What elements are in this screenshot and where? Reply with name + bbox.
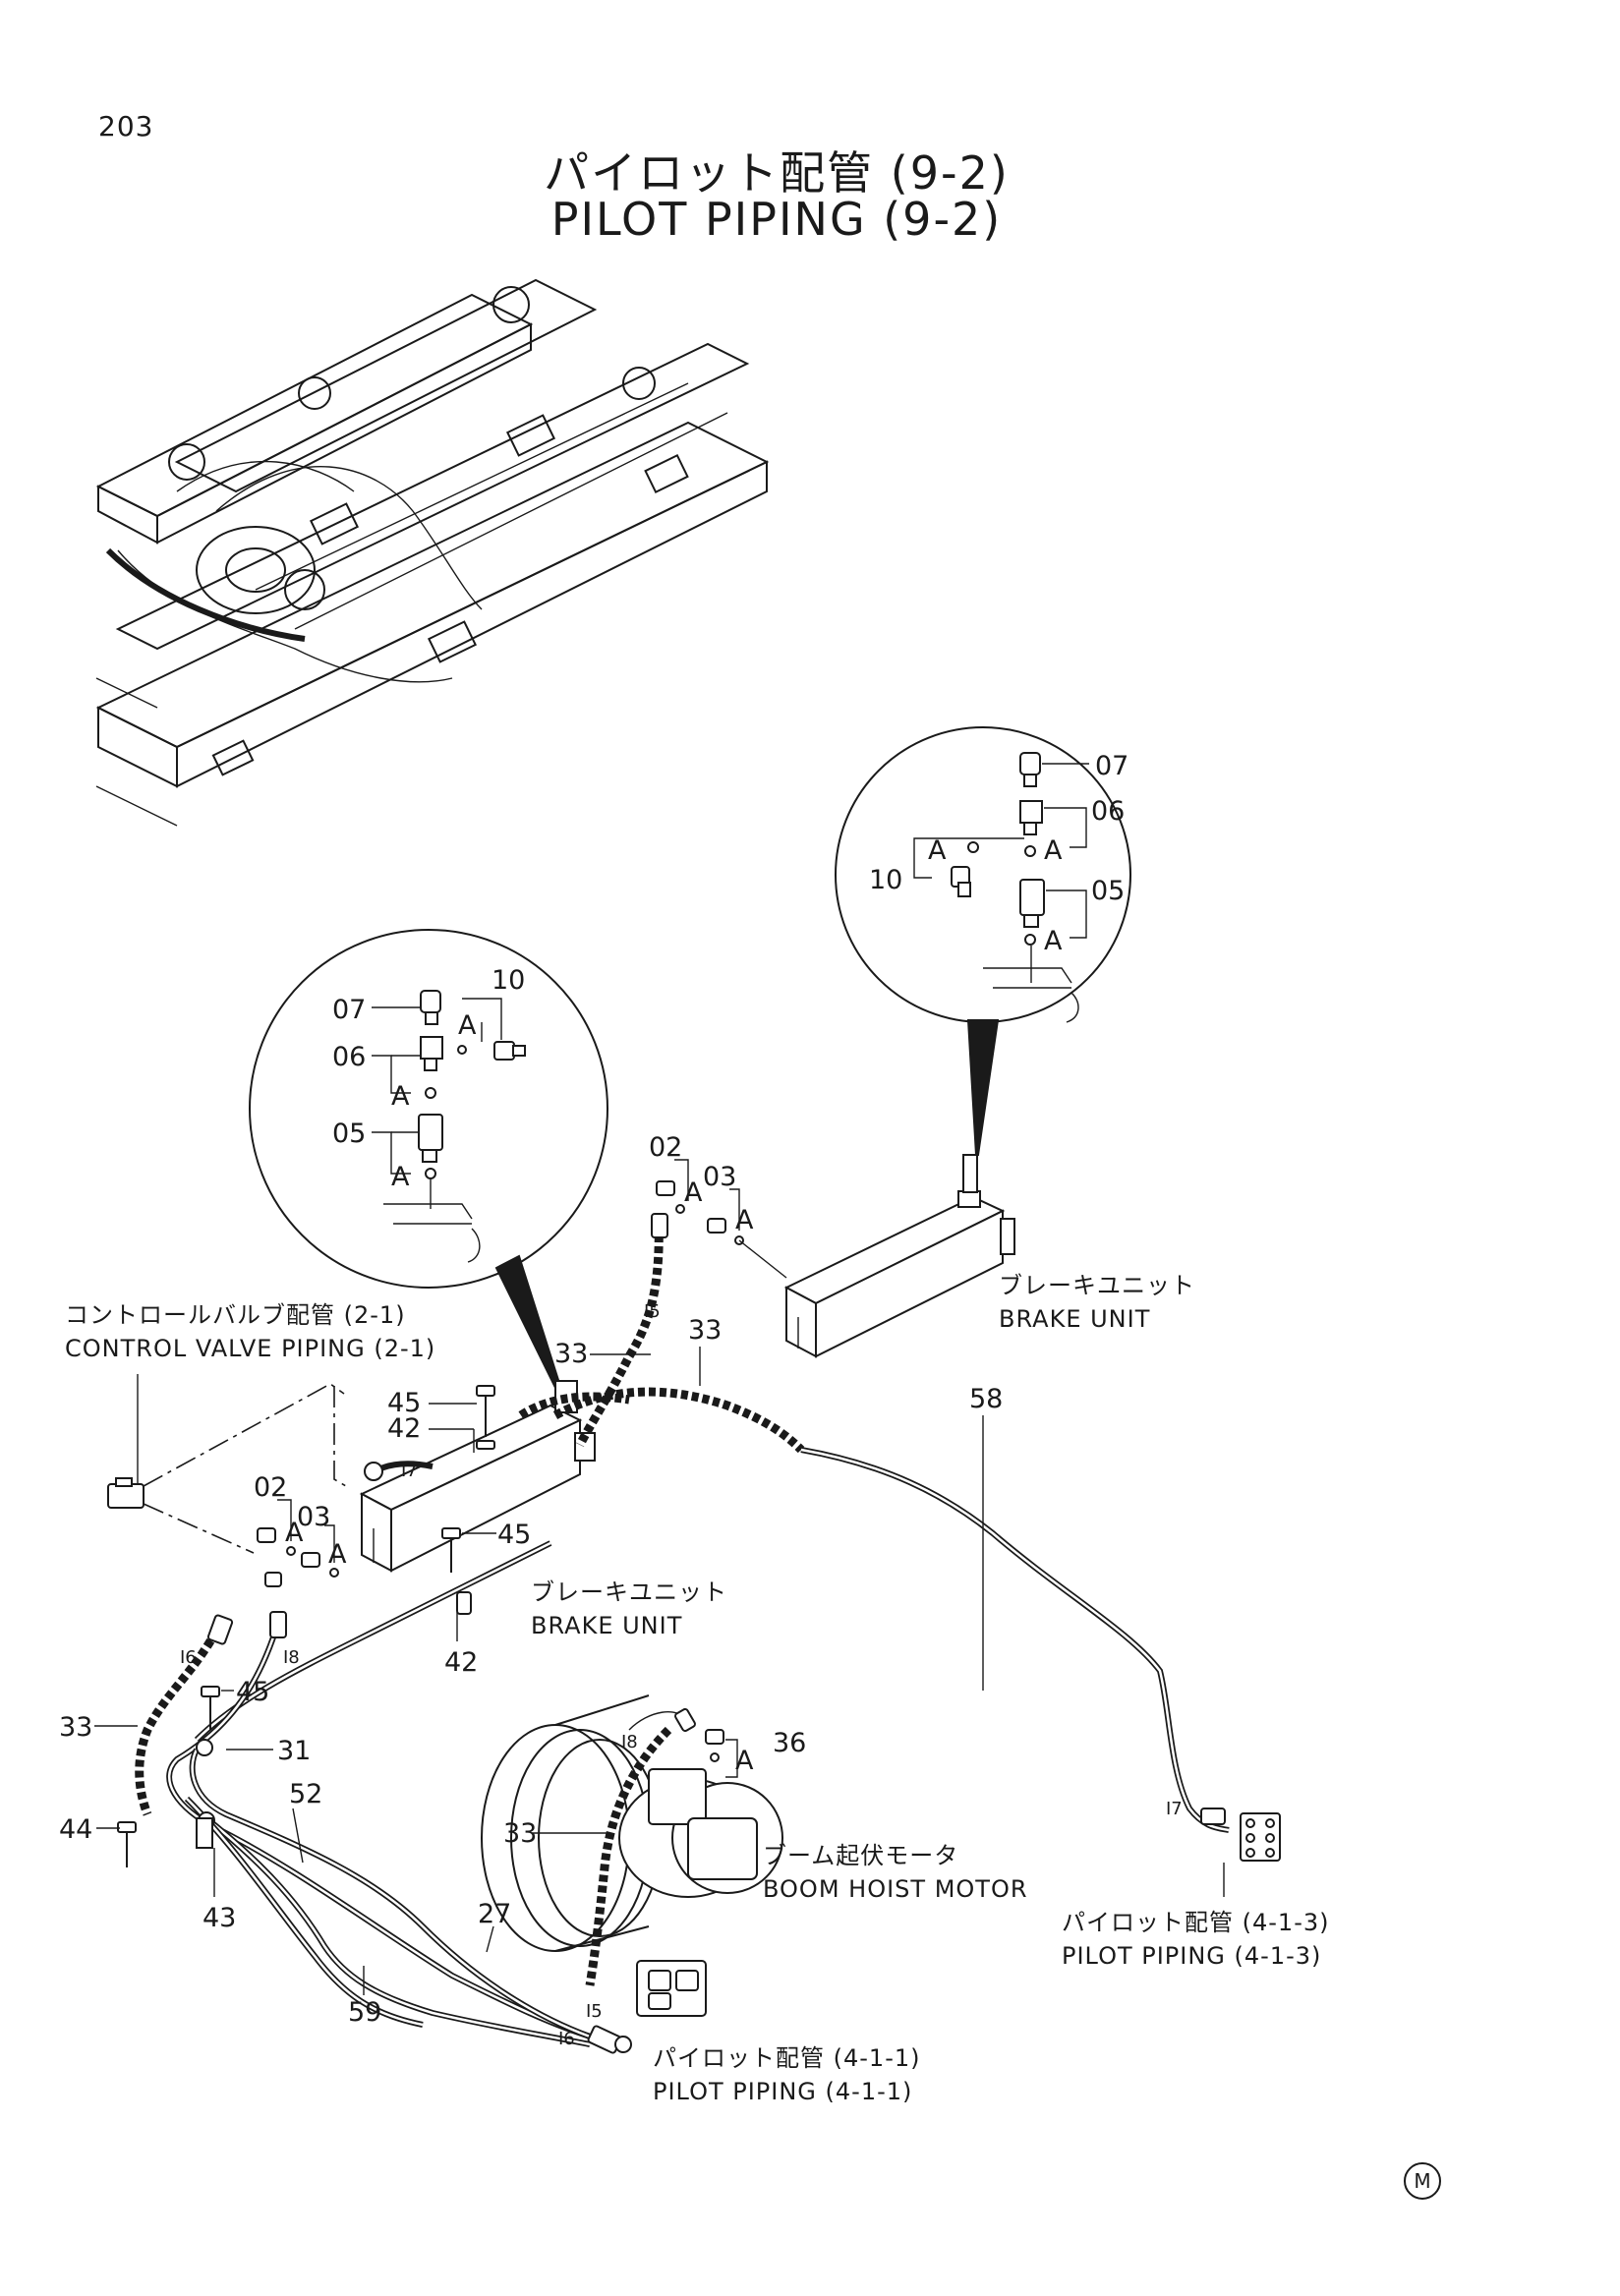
callout-43: 43 [202, 1903, 236, 1933]
label-brake-unit-upper-en: BRAKE UNIT [999, 1305, 1150, 1333]
callout-33-b: 33 [688, 1315, 722, 1346]
brake-unit-upper [783, 1154, 1015, 1358]
callout-a-upper-2: A [735, 1205, 754, 1235]
hose-tag-i8-motor: I8 [621, 1732, 638, 1752]
callout-27: 27 [478, 1899, 511, 1929]
leader-lines [94, 1347, 984, 1995]
callout-10-right: 10 [869, 865, 902, 895]
callout-a-lower-1: A [285, 1518, 304, 1548]
callout-45-c: 45 [236, 1677, 269, 1707]
callout-42-a: 42 [387, 1413, 421, 1444]
hose-end-fittings [117, 1213, 1281, 2054]
callout-45-a: 45 [387, 1388, 421, 1418]
callout-10-left: 10 [492, 965, 525, 996]
callout-03-upper: 03 [703, 1162, 736, 1192]
hose-tag-i6-lower: I6 [558, 2029, 575, 2049]
detail-circle-left: 07 10 06 05 A A A [249, 929, 608, 1400]
callout-36: 36 [773, 1728, 806, 1758]
boom-hoist-motor [481, 1694, 783, 1952]
callout-58: 58 [969, 1384, 1003, 1414]
callout-05-right: 05 [1091, 876, 1125, 906]
callout-07-right: 07 [1095, 751, 1128, 781]
label-boom-motor-jp: ブーム起伏モータ [763, 1842, 958, 1869]
callout-a-right-3: A [1044, 926, 1063, 956]
callout-a-36: A [735, 1746, 754, 1776]
callout-02-upper: 02 [649, 1132, 682, 1163]
callout-a-right-1: A [928, 835, 947, 866]
callout-52: 52 [289, 1779, 322, 1809]
label-pilot-413-en: PILOT PIPING (4-1-3) [1062, 1942, 1321, 1970]
page-number: 203 [98, 110, 154, 143]
hose-tag-i6-left: I6 [180, 1647, 197, 1668]
label-control-valve-jp: コントロールバルブ配管 (2-1) [65, 1301, 406, 1329]
label-boom-motor-en: BOOM HOIST MOTOR [763, 1875, 1028, 1903]
hose-tag-i5-upper: I5 [644, 1301, 661, 1322]
callout-44: 44 [59, 1814, 92, 1845]
machine-frame-overview [95, 278, 770, 827]
callout-a-right-2: A [1044, 835, 1063, 866]
label-pilot-411-en: PILOT PIPING (4-1-1) [653, 2078, 912, 2105]
hose-tag-i8-left: I8 [283, 1647, 300, 1668]
callout-02-lower: 02 [254, 1472, 287, 1503]
hose-tags: I5 I7 I6 I8 I8 I7 I5 I6 [180, 1301, 1183, 2049]
label-control-valve-en: CONTROL VALVE PIPING (2-1) [65, 1335, 435, 1362]
callout-59: 59 [348, 1997, 381, 2028]
callout-a-upper-1: A [684, 1177, 703, 1208]
callout-45-b: 45 [497, 1520, 531, 1550]
main-callouts: 33 33 58 45 42 45 42 33 45 31 44 52 43 3… [59, 1315, 1003, 2028]
callout-42-b: 42 [444, 1647, 478, 1678]
label-brake-unit-upper-jp: ブレーキユニット [999, 1272, 1195, 1299]
callout-a-left-1: A [458, 1010, 477, 1041]
control-valve-block [107, 1374, 347, 1554]
callout-a-lower-2: A [328, 1539, 347, 1570]
detail-circle-right: 07 06 05 10 A A A [835, 726, 1131, 1156]
upper-fittings-02-03: 02 03 A A [649, 1132, 787, 1279]
title-english: PILOT PIPING (9-2) [550, 193, 1003, 246]
hose-tag-i5-lower: I5 [586, 2001, 603, 2022]
label-brake-unit-lower-jp: ブレーキユニット [531, 1578, 727, 1606]
callout-06-right: 06 [1091, 796, 1125, 827]
label-pilot-413-jp: パイロット配管 (4-1-3) [1062, 1909, 1329, 1936]
callout-06-left: 06 [332, 1042, 366, 1072]
hose-tag-i7-left: I7 [401, 1461, 418, 1481]
callout-33-d: 33 [503, 1818, 537, 1849]
title-japanese: パイロット配管 (9-2) [544, 146, 1010, 200]
part-labels: ブレーキユニット BRAKE UNIT コントロールバルブ配管 (2-1) CO… [65, 1272, 1329, 2105]
label-brake-unit-lower-en: BRAKE UNIT [531, 1612, 682, 1639]
callout-33-a: 33 [554, 1339, 588, 1369]
steel-pipes [166, 1447, 1230, 2047]
callout-33-c: 33 [59, 1712, 92, 1743]
label-pilot-411-jp: パイロット配管 (4-1-1) [653, 2044, 920, 2072]
callout-07-left: 07 [332, 995, 366, 1025]
callout-a-left-3: A [391, 1162, 410, 1192]
callout-a-left-2: A [391, 1081, 410, 1112]
callout-05-left: 05 [332, 1119, 366, 1149]
hose-tag-i7-right: I7 [1166, 1799, 1183, 1819]
manufacturer-mark: M [1404, 2162, 1441, 2200]
callout-31: 31 [277, 1736, 311, 1766]
lower-fittings-02-03: 02 03 A A [254, 1472, 347, 1587]
callout-03-lower: 03 [297, 1502, 330, 1532]
